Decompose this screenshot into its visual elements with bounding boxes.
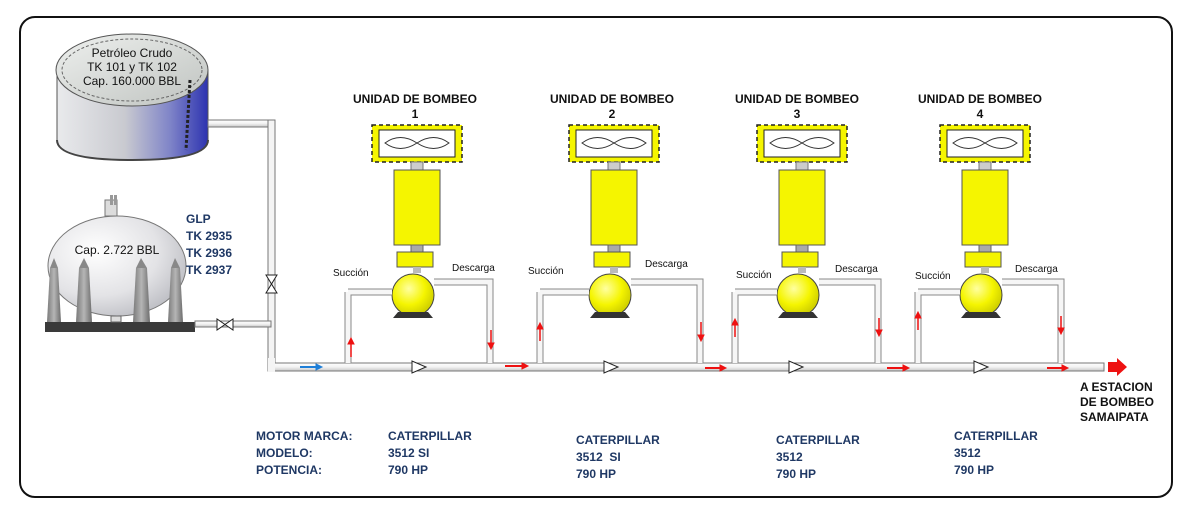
glp-label: GLP [186,212,211,226]
glp-tank-id-2: TK 2936 [186,246,233,260]
glp-tank-labels: GLP TK 2935 TK 2936 TK 2937 [186,211,232,279]
destination-line-2: DE BOMBEO [1080,395,1155,409]
pump-unit-2 [536,124,704,363]
engine-power: 790 HP [576,467,617,481]
engine-power: 790 HP [388,463,429,477]
glp-tank [45,195,195,332]
spec-header-brand: MOTOR MARCA: [256,429,353,443]
suction-label-1: Succión [333,268,369,279]
discharge-label-4: Descarga [1015,264,1058,275]
engine-power: 790 HP [776,467,817,481]
engine-spec-2: CATERPILLAR 3512 SI 790 HP [576,432,660,483]
engine-brand: CATERPILLAR [576,433,660,447]
unit-title-4: UNIDAD DE BOMBEO 4 [900,92,1060,122]
flow-arrows-red [347,310,1070,372]
unit-number: 1 [411,107,419,121]
flow-arrows [300,310,1127,376]
engine-spec-3: CATERPILLAR 3512 790 HP [776,432,860,483]
pump-unit-3 [731,124,882,363]
engine-spec-4: CATERPILLAR 3512 790 HP [954,428,1038,479]
engine-model: 3512 [776,450,803,464]
unit-number: 2 [608,107,616,121]
pump-unit-4 [914,124,1065,363]
destination-line-1: A ESTACION [1080,380,1153,394]
glp-tank-id-1: TK 2935 [186,229,233,243]
discharge-label-3: Descarga [835,264,878,275]
engine-spec-1: CATERPILLAR 3512 SI 790 HP [388,428,472,479]
valves [216,274,990,374]
unit-title-1: UNIDAD DE BOMBEO 1 [335,92,495,122]
suction-label-2: Succión [528,266,564,277]
engine-brand: CATERPILLAR [388,429,472,443]
unit-title-text: UNIDAD DE BOMBEO [734,92,859,106]
suction-label-3: Succión [736,270,772,281]
engine-brand: CATERPILLAR [954,429,1038,443]
glp-tank-id-3: TK 2937 [186,263,233,277]
unit-title-3: UNIDAD DE BOMBEO 3 [717,92,877,122]
pump-unit-1 [344,124,494,363]
discharge-label-2: Descarga [645,259,688,270]
crude-tank-ids: TK 101 y TK 102 [87,60,177,74]
engine-model: 3512 [954,446,981,460]
suction-label-4: Succión [915,271,951,282]
crude-tank-label: Petróleo Crudo TK 101 y TK 102 Cap. 160.… [62,46,202,88]
unit-title-text: UNIDAD DE BOMBEO [917,92,1042,106]
unit-title-text: UNIDAD DE BOMBEO [549,92,674,106]
spec-headers: MOTOR MARCA: MODELO: POTENCIA: [256,428,352,479]
engine-power: 790 HP [954,463,995,477]
destination-line-3: SAMAIPATA [1080,410,1149,424]
unit-title-text: UNIDAD DE BOMBEO [352,92,477,106]
flow-arrow-blue [300,363,324,371]
crude-oil-tank [55,33,209,162]
unit-number: 3 [793,107,801,121]
unit-title-2: UNIDAD DE BOMBEO 2 [532,92,692,122]
glp-tank-capacity: Cap. 2.722 BBL [74,243,160,257]
engine-brand: CATERPILLAR [776,433,860,447]
diagram-frame [19,16,1173,498]
engine-model: 3512 SI [576,450,621,464]
spec-header-model: MODELO: [256,446,313,460]
crude-tank-name: Petróleo Crudo [91,46,173,60]
unit-number: 4 [976,107,984,121]
spec-header-power: POTENCIA: [256,463,322,477]
discharge-label-1: Descarga [452,263,495,274]
destination-arrow-icon [1108,358,1127,376]
engine-model: 3512 SI [388,446,430,460]
crude-tank-capacity: Cap. 160.000 BBL [82,74,182,88]
destination-label: A ESTACION DE BOMBEO SAMAIPATA [1080,380,1154,425]
